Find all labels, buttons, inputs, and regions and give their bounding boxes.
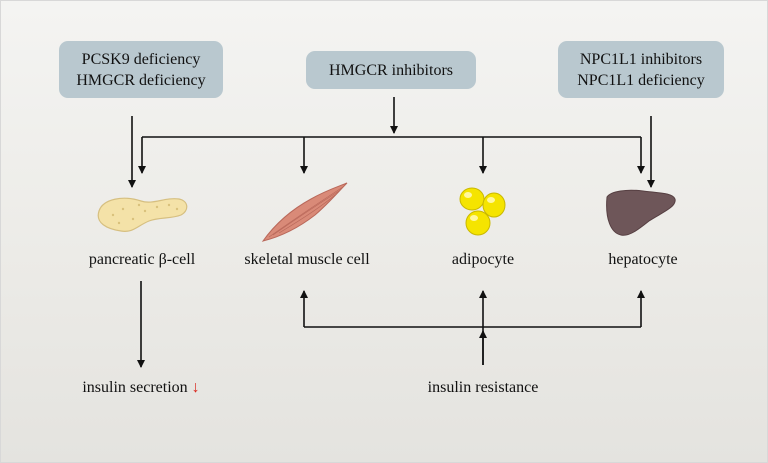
- box-right-line2: NPC1L1 deficiency: [577, 71, 705, 89]
- label-adipocyte: adipocyte: [451, 251, 515, 268]
- box-pcsk9-hmgcr-deficiency: PCSK9 deficiency HMGCR deficiency: [59, 41, 223, 98]
- box-npc1l1: NPC1L1 inhibitors NPC1L1 deficiency: [558, 41, 724, 98]
- box-left-line2: HMGCR deficiency: [76, 71, 206, 89]
- label-skeletal-muscle-cell: skeletal muscle cell: [244, 251, 370, 268]
- box-hmgcr-inhibitors: HMGCR inhibitors: [306, 51, 476, 89]
- liver-icon: [606, 189, 676, 236]
- label-hepatocyte: hepatocyte: [608, 251, 678, 268]
- decrease-arrow-icon: ↓: [191, 379, 200, 396]
- label-pancreatic-beta-cell: pancreatic β-cell: [88, 251, 196, 268]
- box-left-line1: PCSK9 deficiency: [81, 50, 201, 68]
- insulin-secretion-text: insulin secretion: [82, 379, 188, 396]
- pancreas-icon: [97, 197, 188, 232]
- skeletal-muscle-icon: [261, 182, 348, 242]
- label-insulin-resistance: insulin resistance: [427, 379, 539, 396]
- adipocyte-icon: [459, 187, 506, 236]
- box-right-line1: NPC1L1 inhibitors: [579, 50, 703, 68]
- box-center-line1: HMGCR inhibitors: [328, 61, 453, 79]
- label-insulin-secretion: insulin secretion ↓: [53, 379, 229, 397]
